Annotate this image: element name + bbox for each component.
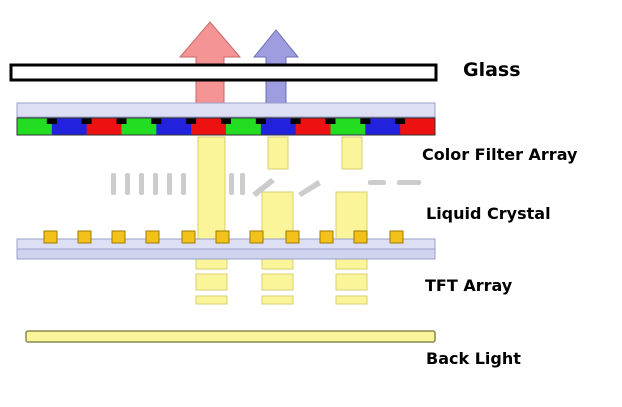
tft-pad bbox=[77, 230, 92, 244]
light-beam-blue-tft bbox=[261, 273, 294, 291]
black-matrix bbox=[186, 118, 197, 124]
glass-label: Glass bbox=[463, 59, 521, 81]
light-beam-red-base bbox=[195, 295, 228, 305]
color-filter-red bbox=[295, 118, 331, 135]
color-filter-red bbox=[400, 118, 436, 135]
tft-pad bbox=[215, 230, 230, 244]
color-filter-blue bbox=[156, 118, 192, 135]
light-beam-red-tft bbox=[195, 273, 228, 291]
color-filter-green bbox=[330, 118, 366, 135]
lc-molecule bbox=[181, 173, 186, 195]
color-filter-green bbox=[226, 118, 262, 135]
tft-pad bbox=[249, 230, 264, 244]
black-matrix bbox=[395, 118, 406, 124]
black-matrix bbox=[46, 118, 57, 124]
black-matrix bbox=[325, 118, 336, 124]
color-filter-array-label: Color Filter Array bbox=[422, 145, 578, 164]
tft-substrate-bottom bbox=[16, 248, 436, 260]
color-filter-blue bbox=[51, 118, 88, 135]
lc-molecule bbox=[298, 180, 321, 197]
lc-molecule bbox=[139, 173, 144, 195]
lc-molecule bbox=[240, 173, 245, 195]
liquid-crystal-molecules bbox=[111, 173, 421, 197]
light-beam-blue-top bbox=[267, 136, 289, 170]
glass-layer bbox=[9, 63, 438, 82]
black-matrix bbox=[255, 118, 266, 124]
lc-molecule bbox=[111, 173, 116, 195]
light-beams bbox=[195, 136, 368, 305]
tft-array-label: TFT Array bbox=[425, 276, 513, 295]
color-filter-green bbox=[121, 118, 157, 135]
lc-molecule bbox=[153, 173, 158, 195]
lc-molecule bbox=[252, 178, 275, 197]
color-filter-substrate bbox=[16, 102, 436, 118]
black-matrix bbox=[290, 118, 301, 124]
light-beam-blue-base bbox=[261, 295, 294, 305]
tft-pad bbox=[389, 230, 404, 244]
black-matrix bbox=[151, 118, 162, 124]
tft-array-pads bbox=[43, 230, 404, 244]
light-beam-3-top bbox=[341, 136, 363, 170]
color-filter-red bbox=[191, 118, 227, 135]
lc-molecule bbox=[125, 173, 130, 195]
color-filter-green bbox=[17, 118, 53, 135]
color-filter-blue bbox=[260, 118, 297, 135]
tft-pad bbox=[111, 230, 126, 244]
tft-pad bbox=[319, 230, 334, 244]
color-filter-border bbox=[16, 117, 436, 136]
black-matrix bbox=[221, 118, 231, 124]
lc-molecule bbox=[167, 173, 172, 195]
black-matrix bbox=[116, 118, 127, 124]
black-matrix bbox=[360, 118, 371, 124]
lc-molecule bbox=[229, 173, 234, 195]
light-beam-3-tft bbox=[335, 273, 368, 291]
light-beam-3-base bbox=[335, 295, 368, 305]
tft-pad bbox=[181, 230, 196, 244]
tft-pad bbox=[145, 230, 160, 244]
color-filter-array bbox=[16, 117, 436, 136]
color-filter-red bbox=[86, 118, 122, 135]
black-matrix bbox=[81, 118, 92, 124]
lc-molecule bbox=[397, 180, 421, 185]
tft-pad bbox=[285, 230, 300, 244]
light-beam-red-upper bbox=[197, 136, 226, 240]
back-light-label: Back Light bbox=[426, 349, 521, 368]
liquid-crystal-label: Liquid Crystal bbox=[426, 204, 551, 223]
tft-pad bbox=[353, 230, 368, 244]
color-filter-blue bbox=[365, 118, 401, 135]
back-light-layer bbox=[25, 330, 436, 343]
lc-molecule bbox=[368, 180, 386, 185]
tft-pad bbox=[43, 230, 58, 244]
